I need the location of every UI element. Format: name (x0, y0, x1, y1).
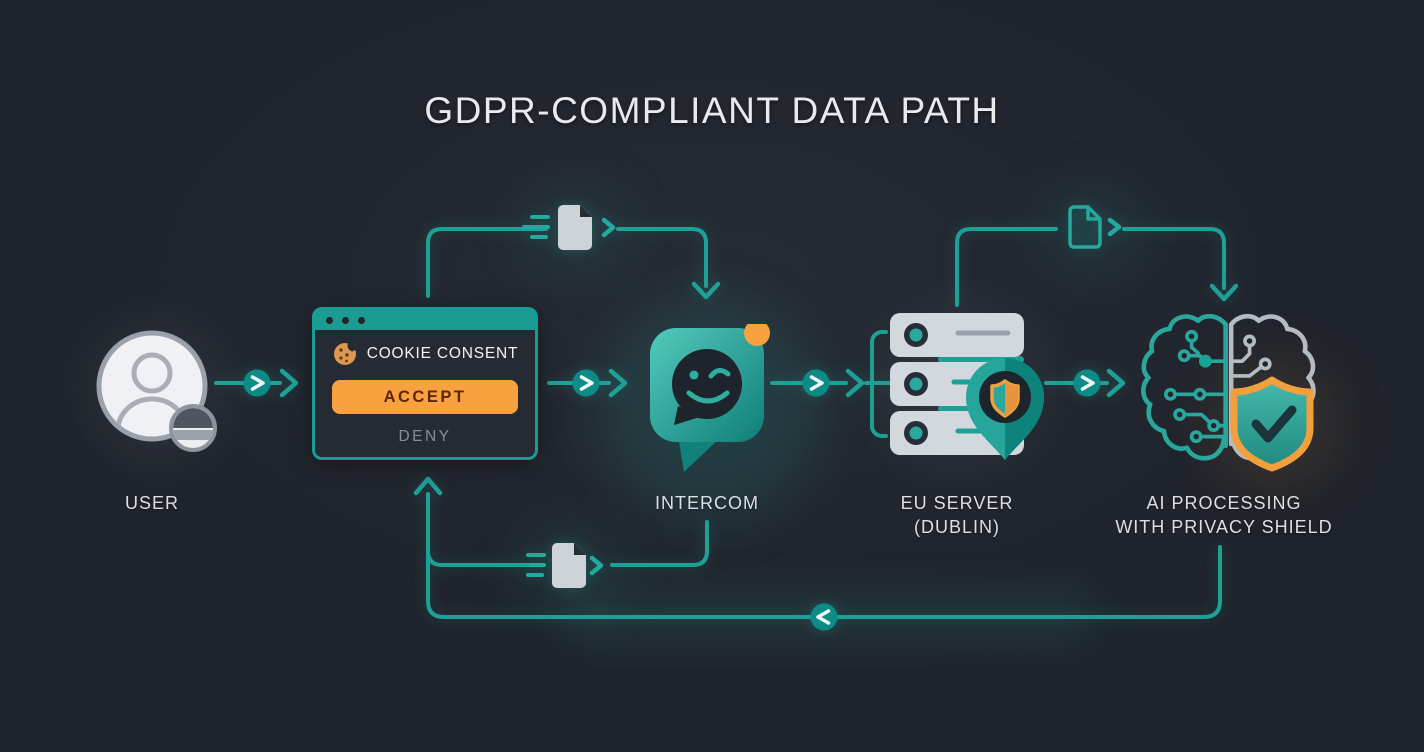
return-path-ai-to-consent (413, 476, 1222, 631)
ai-processing-label: AI PROCESSING WITH PRIVACY SHIELD (1115, 493, 1333, 537)
intercom-label: INTERCOM (655, 493, 759, 513)
arrowhead-icon (413, 476, 443, 496)
user-label: USER (124, 493, 179, 513)
window-dot-icon (326, 316, 333, 324)
flow-circle-icon (802, 369, 830, 397)
arrowhead-icon (1209, 283, 1239, 302)
flow-arrow-user-to-consent (214, 368, 299, 398)
chevron-right-icon (589, 555, 604, 576)
user-avatar-icon (96, 330, 217, 452)
chevron-right-icon (809, 375, 824, 391)
flow-circle-icon (572, 369, 600, 397)
server-bracket-icon (870, 330, 888, 438)
cookie-icon (333, 341, 358, 365)
chat-bubble-wink-icon (650, 324, 770, 472)
deny-button[interactable]: DENY (398, 428, 452, 445)
document-icon (518, 543, 604, 588)
chevron-left-icon (816, 609, 831, 625)
flow-circle-icon (243, 369, 271, 397)
top-path-server-to-ai (955, 205, 1239, 307)
flow-circle-icon (1073, 369, 1101, 397)
cookie-consent-dialog: COOKIE CONSENT ACCEPT DENY (312, 307, 538, 460)
document-icon (522, 205, 616, 250)
top-path-consent-to-intercom (426, 205, 721, 300)
arrowhead-icon (279, 368, 299, 398)
wink-face-icon (672, 349, 742, 425)
return-path-intercom-to-consent (426, 520, 709, 588)
chevron-right-icon (579, 375, 594, 391)
arrowhead-icon (845, 368, 865, 398)
chevron-right-icon (601, 217, 616, 238)
chevron-right-icon (250, 375, 265, 391)
user-minus-badge-icon (169, 404, 217, 452)
accept-button[interactable]: ACCEPT (332, 380, 518, 414)
eu-server-label: EU SERVER (DUBLIN) (900, 493, 1014, 537)
document-icon (1068, 205, 1122, 249)
flow-arrow-server-to-ai (1044, 368, 1126, 398)
arrowhead-icon (691, 281, 721, 300)
flow-circle-icon (810, 603, 838, 631)
chevron-right-icon (1107, 217, 1122, 237)
location-pin-icon (966, 358, 1044, 460)
chevron-right-icon (1080, 375, 1095, 391)
brain-circuit-icon (1141, 313, 1316, 472)
page-title: GDPR-COMPLIANT DATA PATH (424, 90, 1000, 131)
flow-arrow-intercom-to-server (770, 368, 898, 398)
server-stack-icon (870, 313, 1044, 460)
notification-dot-icon (744, 324, 770, 346)
window-dot-icon (358, 316, 365, 324)
flow-arrow-consent-to-intercom (547, 368, 628, 398)
window-dot-icon (342, 316, 349, 324)
arrowhead-icon (1106, 368, 1126, 398)
check-icon (1251, 405, 1297, 443)
dialog-titlebar (315, 310, 535, 330)
privacy-shield-icon (1230, 376, 1314, 472)
dialog-title: COOKIE CONSENT (366, 345, 519, 362)
pin-shield-icon (990, 379, 1020, 418)
arrowhead-icon (608, 368, 628, 398)
